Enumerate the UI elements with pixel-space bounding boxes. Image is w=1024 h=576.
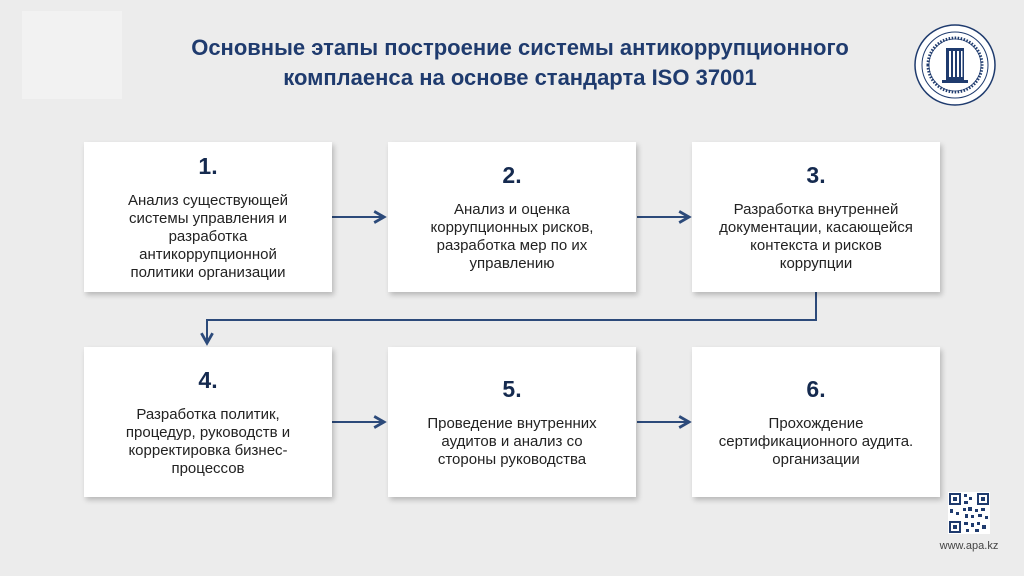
step-text: Анализ существующей системы управления и… xyxy=(128,191,288,281)
website-link[interactable]: www.apa.kz xyxy=(939,540,999,552)
step-number: 6. xyxy=(806,375,826,402)
step-card-5: 5. Проведение внутренних аудитов и анали… xyxy=(388,347,636,497)
step-number: 4. xyxy=(198,366,218,393)
step-number: 1. xyxy=(198,152,218,179)
step-card-2: 2. Анализ и оценка коррупционных рисков,… xyxy=(388,142,636,292)
arrow-3-to-4 xyxy=(207,292,817,343)
step-number: 5. xyxy=(502,375,522,402)
step-text: Прохождение сертификационного аудита. ор… xyxy=(718,414,914,468)
step-card-6: 6. Прохождение сертификационного аудита.… xyxy=(692,347,940,497)
title-line-2: комплаенса на основе стандарта ISO 37001 xyxy=(283,65,757,90)
step-card-4: 4. Разработка политик, процедур, руковод… xyxy=(84,347,332,497)
title-line-1: Основные этапы построение системы антико… xyxy=(191,35,849,60)
step-text: Анализ и оценка коррупционных рисков, ра… xyxy=(430,200,594,272)
step-card-3: 3. Разработка внутренней документации, к… xyxy=(692,142,940,292)
step-number: 2. xyxy=(502,161,522,188)
page-title: Основные этапы построение системы антико… xyxy=(120,33,920,93)
step-number: 3. xyxy=(806,161,826,188)
step-card-1: 1. Анализ существующей системы управлени… xyxy=(84,142,332,292)
step-text: Разработка внутренней документации, каса… xyxy=(719,200,913,272)
corner-placeholder xyxy=(22,11,122,99)
qr-code-icon[interactable] xyxy=(948,492,990,534)
step-text: Разработка политик, процедур, руководств… xyxy=(125,405,291,477)
step-text: Проведение внутренних аудитов и анализ с… xyxy=(427,414,597,468)
academy-seal-icon xyxy=(914,24,996,106)
